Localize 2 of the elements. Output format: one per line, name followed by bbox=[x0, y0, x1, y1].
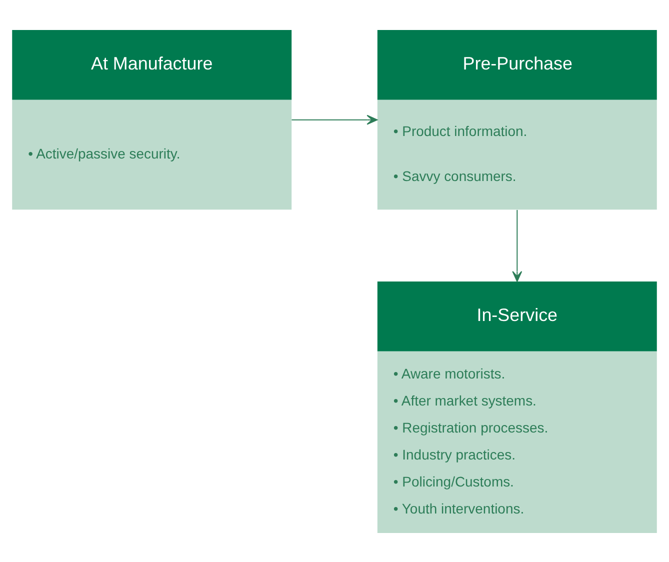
arrow bbox=[291, 114, 378, 124]
arrow bbox=[512, 208, 522, 282]
